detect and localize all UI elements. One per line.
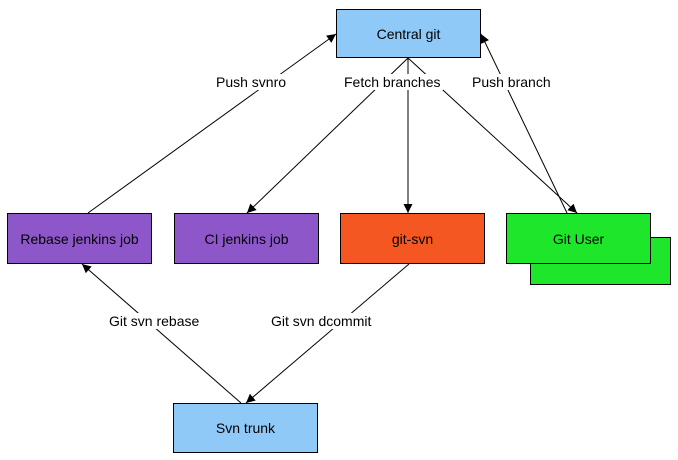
git-svn-dcommit-label: Git svn dcommit: [269, 313, 374, 329]
ci-jenkins-job-node: CI jenkins job: [174, 213, 319, 264]
git-svn-node: git-svn: [340, 213, 485, 264]
git-svn-rebase-label: Git svn rebase: [107, 313, 202, 329]
edge-git-svn-rebase: [81, 263, 242, 404]
fetch-branches-label: Fetch branches: [342, 74, 443, 90]
central-git-node: Central git: [336, 9, 481, 58]
edge-push-svnro: [87, 33, 337, 214]
svn-trunk-node: Svn trunk: [173, 403, 318, 453]
git-user-node: Git User: [506, 213, 651, 264]
edge-push-branch: [480, 33, 568, 214]
push-branch-label: Push branch: [470, 74, 553, 90]
edge-git-svn-dcommit: [245, 263, 410, 404]
rebase-jenkins-job-node: Rebase jenkins job: [7, 213, 152, 264]
push-svnro-label: Push svnro: [214, 74, 289, 90]
